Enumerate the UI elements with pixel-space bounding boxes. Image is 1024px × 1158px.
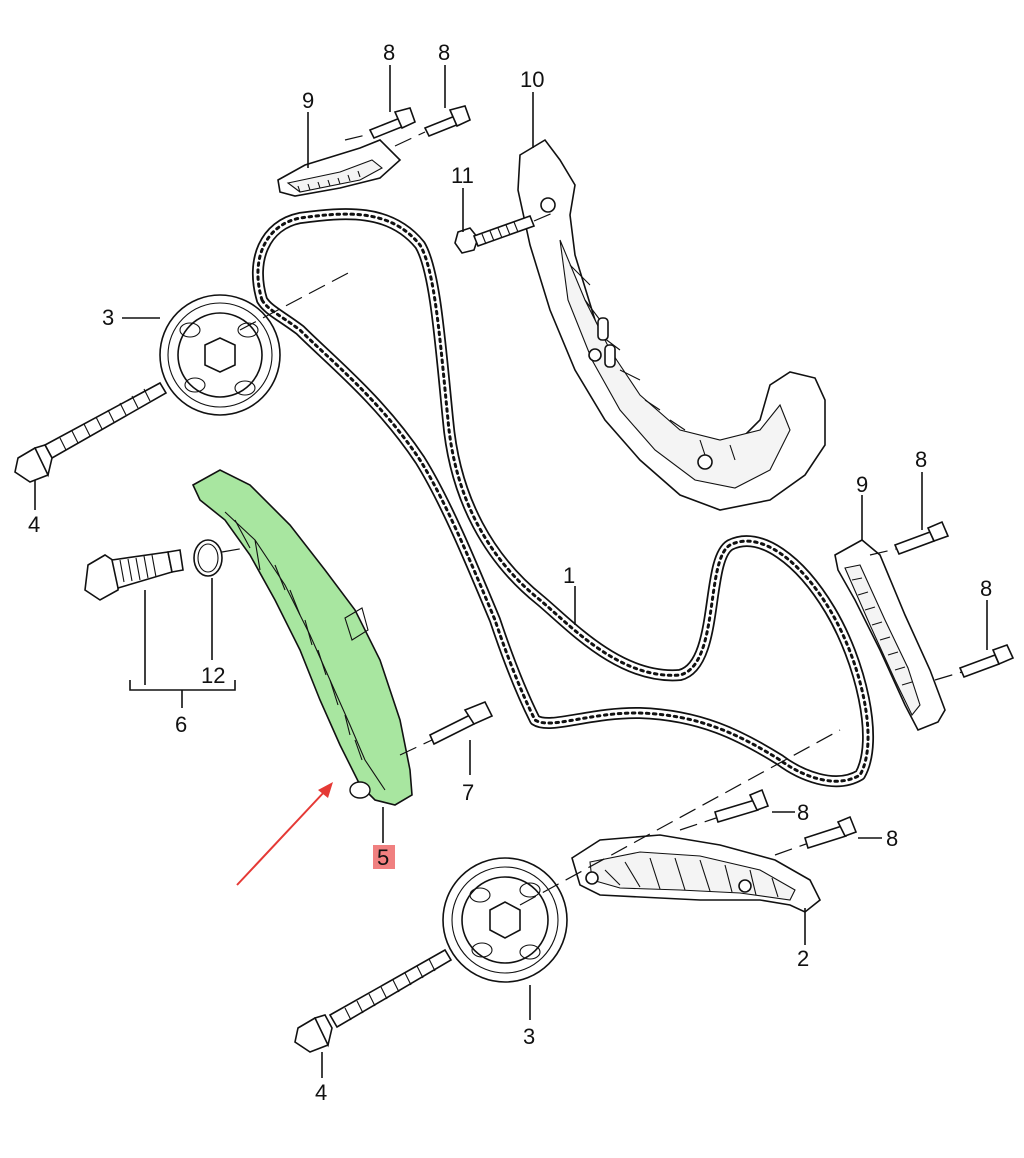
label-pin-rail-5: 7 [462,780,474,805]
label-pin-bottom-left: 8 [797,800,809,825]
guide-top [277,139,402,197]
sprocket-top [159,271,351,416]
bracket-6 [129,578,236,708]
guide-right [834,539,946,732]
label-o-ring: 12 [201,663,225,688]
label-guide-rail-top: 10 [520,67,544,92]
bolt-11 [454,211,556,254]
pin-bottom-left [679,788,770,831]
guide-rail-bottom [571,834,822,913]
pivot-bolt [84,549,184,601]
label-pin-top-left: 8 [383,40,395,65]
pin-right-lower [934,644,1015,681]
label-sprocket-top: 3 [102,305,114,330]
label-pin-bottom-right: 8 [886,826,898,851]
sprocket-bottom [442,729,841,983]
label-guide-rail-bottom: 2 [797,946,809,971]
label-bolt-top: 4 [28,512,40,537]
pin-right-upper [869,520,950,556]
highlight-box [373,845,395,869]
bolt-bottom [294,948,453,1053]
label-guide-right: 9 [856,472,868,497]
label-pivot-bolt-set: 6 [175,712,187,737]
o-ring [193,539,223,577]
label-chain: 1 [563,563,575,588]
timing-chain [252,208,875,788]
label-pin-top-right: 8 [438,40,450,65]
label-bolt-bottom: 4 [315,1080,327,1105]
pin-7 [399,700,494,756]
leader-lines [34,65,988,1078]
label-bolt-rail-10: 11 [451,163,474,188]
label-guide-top: 9 [302,88,314,113]
highlight-arrow [236,782,333,886]
label-sprocket-bottom: 3 [523,1024,535,1049]
tensioner-rail-fill [191,469,413,806]
label-tensioner-rail: 5 [377,845,389,870]
tensioner-rail [191,469,413,806]
part-labels: 1 2 3 3 4 4 5 6 7 8 8 8 8 8 8 9 9 10 11 … [28,40,992,1105]
guide-rail-top [517,138,826,511]
pin-bottom-right [774,815,858,856]
bolt-top [14,381,168,483]
pin-top-right [394,105,471,147]
pin-top-left [344,107,416,141]
label-pin-right-lower: 8 [980,576,992,601]
label-pin-right-upper: 8 [915,447,927,472]
